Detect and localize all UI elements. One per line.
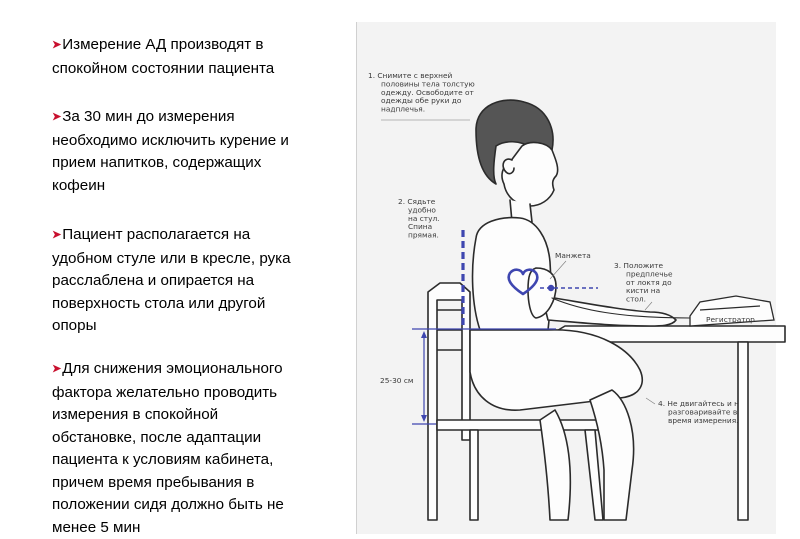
height-label: 25-30 см: [380, 376, 413, 385]
bullet-arrow-icon: ➤: [52, 39, 62, 51]
bullet-text-line: За 30 мин до измерения: [62, 108, 235, 125]
bullet-text-line: расслаблена и опирается на: [52, 272, 255, 289]
panel-divider: [356, 22, 357, 534]
bullet-item: ➤За 30 мин до измерения необходимо исклю…: [52, 106, 289, 197]
bullet-text-line: кофеин: [52, 176, 106, 194]
bullet-text-line: пациента к условиям кабинета,: [52, 451, 274, 468]
heart-icon: [507, 268, 539, 296]
bullet-item: ➤Для снижения эмоционального фактора жел…: [52, 358, 284, 539]
cuff-position-dot: [547, 284, 555, 292]
bullet-arrow-icon: ➤: [52, 229, 62, 241]
height-dimension-arrow: [421, 331, 427, 422]
bullet-item: ➤Измерение АД производят в спокойном сос…: [52, 34, 274, 80]
leader-lines: [381, 119, 656, 405]
patient-figure: [469, 99, 691, 521]
table: [554, 325, 786, 521]
recorder-label: Регистратор: [706, 315, 755, 324]
bullet-arrow-icon: ➤: [52, 363, 62, 375]
bullet-text-line: обстановке, после адаптации: [52, 428, 262, 446]
bullet-text-line: удобном стуле или в кресле, рука: [52, 249, 291, 267]
recorder-device: Регистратор: [689, 295, 775, 327]
bullet-arrow-icon: ➤: [52, 111, 62, 123]
bullet-text-line: фактора желательно проводить: [52, 383, 278, 401]
bullet-text-line: Измерение АД производят в: [62, 36, 264, 53]
bullet-text-line: необходимо исключить курение и: [52, 131, 289, 149]
bullet-text-line: менее 5 мин: [52, 518, 141, 536]
bullet-text-line: Пациент располагается на: [62, 226, 251, 243]
bullet-text-line: измерения в спокойной: [52, 406, 219, 423]
cuff-leader-line: [549, 260, 567, 280]
bullet-text-line: Для снижения эмоционального: [62, 360, 283, 377]
bullet-text-line: опоры: [52, 317, 97, 334]
bullet-text-line: поверхность стола или другой: [52, 294, 266, 312]
cuff-label: Манжета: [555, 251, 591, 260]
bullet-text-line: причем время пребывания в: [52, 473, 255, 491]
bullet-item: ➤Пациент располагается на удобном стуле …: [52, 224, 291, 338]
bullet-text-line: спокойном состоянии пациента: [52, 59, 275, 77]
bullet-text-line: положении сидя должно быть не: [52, 496, 284, 513]
bullet-text-line: прием напитков, содержащих: [52, 154, 262, 171]
